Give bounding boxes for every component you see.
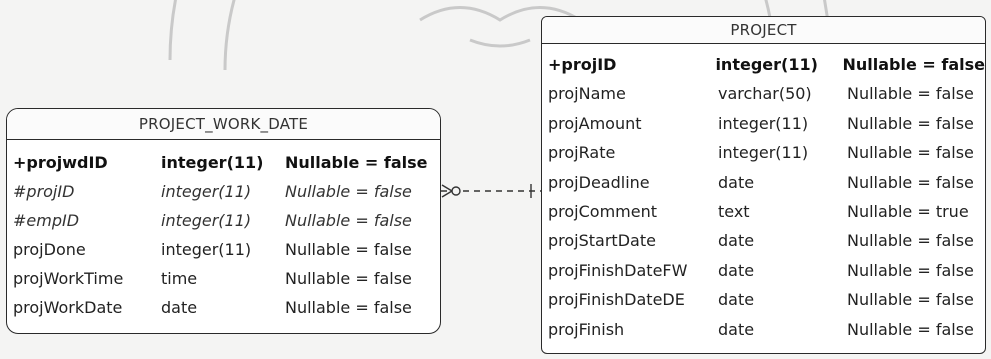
field-type: integer(11)	[718, 113, 809, 133]
field-row[interactable]: projFinishDateFW date Nullable = false	[542, 256, 985, 285]
field-name: projWorkTime	[13, 269, 124, 288]
entity-title: PROJECT	[542, 17, 985, 44]
field-name: projStartDate	[548, 231, 656, 251]
field-name: projWorkDate	[13, 298, 123, 317]
field-name: projDone	[13, 240, 86, 259]
field-type: integer(11)	[161, 240, 252, 259]
field-type: integer(11)	[718, 143, 809, 163]
field-name: projDeadline	[548, 172, 650, 192]
field-type: date	[718, 231, 755, 251]
field-nullable: Nullable = false	[285, 240, 412, 259]
field-type: integer(11)	[161, 182, 252, 201]
field-nullable: Nullable = false	[285, 153, 428, 172]
field-type: date	[161, 298, 198, 317]
field-nullable: Nullable = false	[847, 231, 974, 251]
field-type: date	[718, 290, 755, 310]
field-nullable: Nullable = false	[847, 84, 974, 104]
field-row[interactable]: projAmount integer(11) Nullable = false	[542, 109, 985, 138]
field-row[interactable]: #empID integer(11) Nullable = false	[7, 206, 440, 235]
field-row[interactable]: projWorkDate date Nullable = false	[7, 293, 440, 322]
field-nullable: Nullable = false	[847, 113, 974, 133]
field-row[interactable]: projName varchar(50) Nullable = false	[542, 79, 985, 108]
entity-project[interactable]: PROJECT +projID integer(11) Nullable = f…	[541, 16, 986, 354]
field-type: date	[718, 172, 755, 192]
field-name: #projID	[13, 182, 75, 201]
relationship-connector[interactable]	[438, 176, 544, 216]
entity-title: PROJECT_WORK_DATE	[7, 109, 440, 140]
field-nullable: Nullable = false	[847, 172, 974, 192]
field-nullable: Nullable = false	[842, 55, 986, 74]
field-list: +projwdID integer(11) Nullable = false #…	[7, 140, 440, 322]
field-row[interactable]: +projwdID integer(11) Nullable = false	[7, 148, 440, 177]
field-type: date	[718, 319, 755, 339]
field-type: date	[718, 260, 755, 280]
crowsfoot-zero-many-icon	[441, 184, 461, 198]
field-type: varchar(50)	[718, 84, 812, 104]
field-row[interactable]: projStartDate date Nullable = false	[542, 226, 985, 255]
field-type: integer(11)	[161, 211, 252, 230]
field-nullable: Nullable = false	[285, 298, 412, 317]
entity-project-work-date[interactable]: PROJECT_WORK_DATE +projwdID integer(11) …	[6, 108, 441, 334]
field-nullable: Nullable = false	[847, 319, 974, 339]
field-row[interactable]: projFinishDateDE date Nullable = false	[542, 285, 985, 314]
field-name: projFinishDateDE	[548, 290, 685, 310]
field-name: projAmount	[548, 113, 642, 133]
field-row[interactable]: projFinish date Nullable = false	[542, 315, 985, 344]
field-name: +projID	[548, 55, 617, 74]
field-name: projFinish	[548, 319, 625, 339]
field-row[interactable]: projComment text Nullable = true	[542, 197, 985, 226]
field-nullable: Nullable = false	[847, 260, 974, 280]
field-row[interactable]: +projID integer(11) Nullable = false	[542, 50, 985, 79]
field-nullable: Nullable = true	[847, 201, 969, 221]
field-type: time	[161, 269, 198, 288]
field-name: #empID	[13, 211, 80, 230]
field-row[interactable]: #projID integer(11) Nullable = false	[7, 177, 440, 206]
field-type: integer(11)	[161, 153, 264, 172]
field-nullable: Nullable = false	[285, 182, 412, 201]
field-type: text	[718, 201, 750, 221]
field-type: integer(11)	[715, 55, 818, 74]
field-name: projComment	[548, 201, 658, 221]
field-nullable: Nullable = false	[285, 211, 412, 230]
field-name: projRate	[548, 143, 616, 163]
field-row[interactable]: projWorkTime time Nullable = false	[7, 264, 440, 293]
field-row[interactable]: projRate integer(11) Nullable = false	[542, 138, 985, 167]
field-name: +projwdID	[13, 153, 108, 172]
field-row[interactable]: projDeadline date Nullable = false	[542, 168, 985, 197]
field-name: projName	[548, 84, 626, 104]
field-name: projFinishDateFW	[548, 260, 688, 280]
field-nullable: Nullable = false	[847, 143, 974, 163]
field-nullable: Nullable = false	[285, 269, 412, 288]
field-list: +projID integer(11) Nullable = false pro…	[542, 44, 985, 344]
field-nullable: Nullable = false	[847, 290, 974, 310]
field-row[interactable]: projDone integer(11) Nullable = false	[7, 235, 440, 264]
